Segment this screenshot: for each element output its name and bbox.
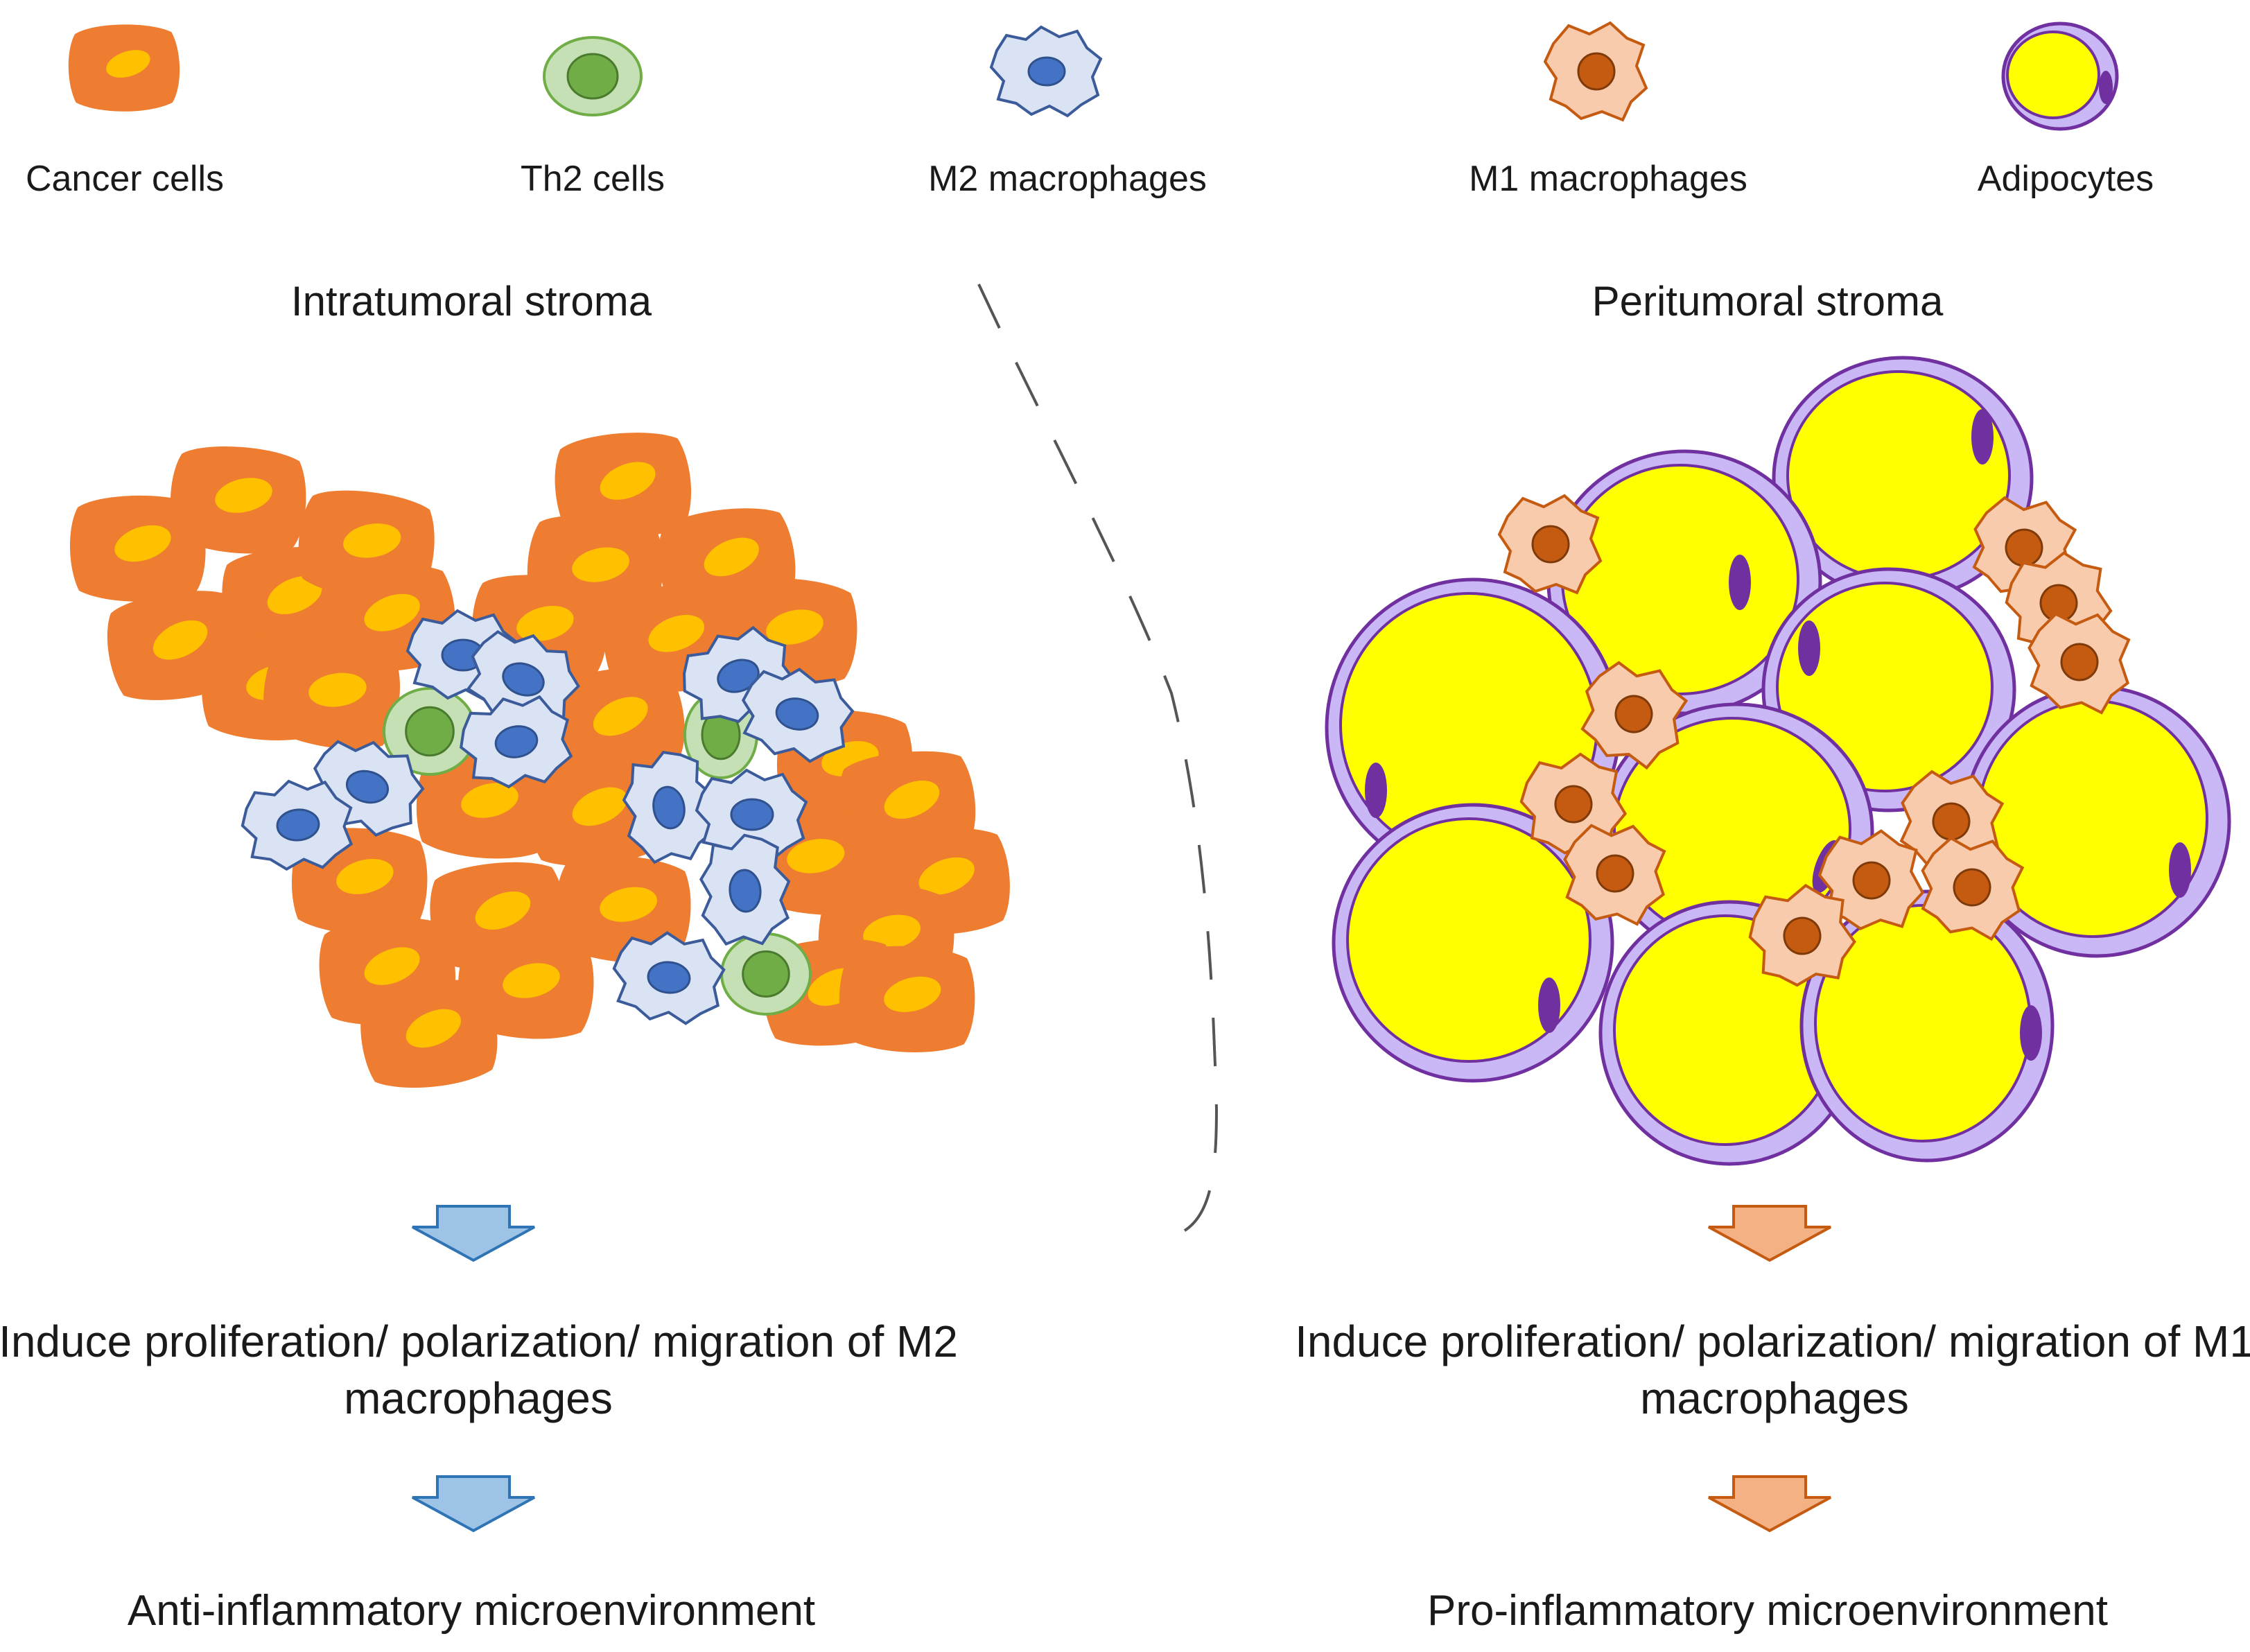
cancer-cell-icon <box>835 746 979 864</box>
m1-macrophage-icon <box>1912 831 2030 944</box>
legend <box>68 21 2119 131</box>
peritumoral-outcome-text: Pro-inflammatory microenvironment <box>1427 1587 2108 1635</box>
m1-macrophage-icon <box>1498 494 1602 594</box>
cancer-cell-icon <box>69 495 206 602</box>
th2-cell-icon <box>720 932 812 1016</box>
th2-cell-icon <box>383 687 477 776</box>
m2-macrophage-icon <box>301 728 433 846</box>
legend-m2-macrophage-icon <box>990 26 1102 117</box>
th2-cell-group <box>383 687 812 1016</box>
peritumoral-effect-text: Induce proliferation/ polarization/ migr… <box>1295 1316 2250 1423</box>
m1-macrophage-group <box>1498 489 2135 995</box>
cancer-cell-icon <box>735 798 885 923</box>
intratumoral-cell-cluster <box>69 428 1013 1094</box>
m1-macrophage-icon <box>1558 819 1671 928</box>
legend-cancer-cell-icon <box>68 24 180 112</box>
right-arrow-1 <box>1708 1205 1831 1262</box>
cancer-cell-icon <box>551 428 695 544</box>
m1-macrophage-icon <box>1514 747 1632 861</box>
adipocyte-icon <box>1332 803 1614 1083</box>
m2-macrophage-icon <box>614 744 724 870</box>
peritumoral-cell-cluster <box>1325 356 2231 1166</box>
cancer-cell-icon <box>654 503 801 623</box>
cancer-cell-icon <box>317 561 458 675</box>
cancer-cell-group <box>69 428 1013 1094</box>
cancer-cell-icon <box>255 629 408 758</box>
cancer-cell-icon <box>166 441 311 559</box>
legend-label-adipocytes: Adipocytes <box>1977 159 2154 199</box>
cancer-cell-icon <box>288 824 431 939</box>
stroma-boundary-line <box>977 284 1219 1235</box>
m2-macrophage-icon <box>237 774 358 876</box>
m2-macrophage-icon <box>695 830 796 950</box>
cancer-cell-icon <box>550 849 696 969</box>
left-arrow-2 <box>412 1475 535 1533</box>
legend-m1-macrophage-icon <box>1544 21 1648 121</box>
m2-macrophage-icon <box>454 617 591 741</box>
cancer-cell-icon <box>426 857 570 975</box>
cancer-cell-icon <box>542 661 690 783</box>
legend-th2-cell-icon <box>543 36 643 116</box>
m2-macrophage-icon <box>608 927 729 1028</box>
legend-label-m1-macrophages: M1 macrophages <box>1469 159 1747 199</box>
intratumoral-title: Intratumoral stroma <box>290 278 652 324</box>
adipocyte-icon <box>1962 685 2231 958</box>
peritumoral-title: Peritumoral stroma <box>1591 278 1944 324</box>
cancer-cell-icon <box>602 583 742 695</box>
m2-macrophage-icon <box>453 687 579 797</box>
m2-macrophage-icon <box>733 659 860 769</box>
cancer-cell-icon <box>837 942 978 1056</box>
m1-macrophage-icon <box>1741 876 1863 995</box>
m1-macrophage-icon <box>1570 652 1696 776</box>
m1-macrophage-icon <box>2023 607 2135 717</box>
cancer-cell-icon <box>813 876 959 997</box>
cancer-cell-icon <box>453 926 598 1044</box>
right-arrow-2 <box>1708 1475 1831 1533</box>
cancer-cell-icon <box>356 974 503 1094</box>
cancer-cell-icon <box>468 571 611 686</box>
intratumoral-outcome-text: Anti-inflammatory microenvironment <box>127 1587 816 1635</box>
m2-macrophage-group <box>237 609 860 1028</box>
cancer-cell-icon <box>315 914 459 1029</box>
cancer-cell-icon <box>717 573 862 690</box>
adipocyte-icon <box>1546 449 1822 715</box>
cancer-cell-icon <box>101 584 251 708</box>
left-arrow-1 <box>412 1205 535 1262</box>
cancer-cell-icon <box>412 746 557 864</box>
legend-adipocyte-icon <box>2001 21 2119 131</box>
cancer-cell-icon <box>218 541 363 660</box>
intratumoral-effect-text: Induce proliferation/ polarization/ migr… <box>0 1316 958 1423</box>
cancer-cell-icon <box>292 482 442 607</box>
adipocyte-icon <box>1772 356 2034 601</box>
cancer-cell-icon <box>522 509 668 629</box>
cancer-cell-icon <box>522 752 669 872</box>
cancer-cell-icon <box>871 824 1013 938</box>
legend-label-th2-cells: Th2 cells <box>520 159 665 199</box>
m2-macrophage-icon <box>669 614 806 738</box>
legend-label-cancer-cells: Cancer cells <box>25 159 225 199</box>
legend-label-m2-macrophages: M2 macrophages <box>928 159 1207 199</box>
adipocyte-icon <box>1799 889 2055 1163</box>
adipocyte-group <box>1325 356 2231 1166</box>
m1-macrophage-icon <box>1815 826 1927 935</box>
m2-macrophage-icon <box>695 769 808 860</box>
